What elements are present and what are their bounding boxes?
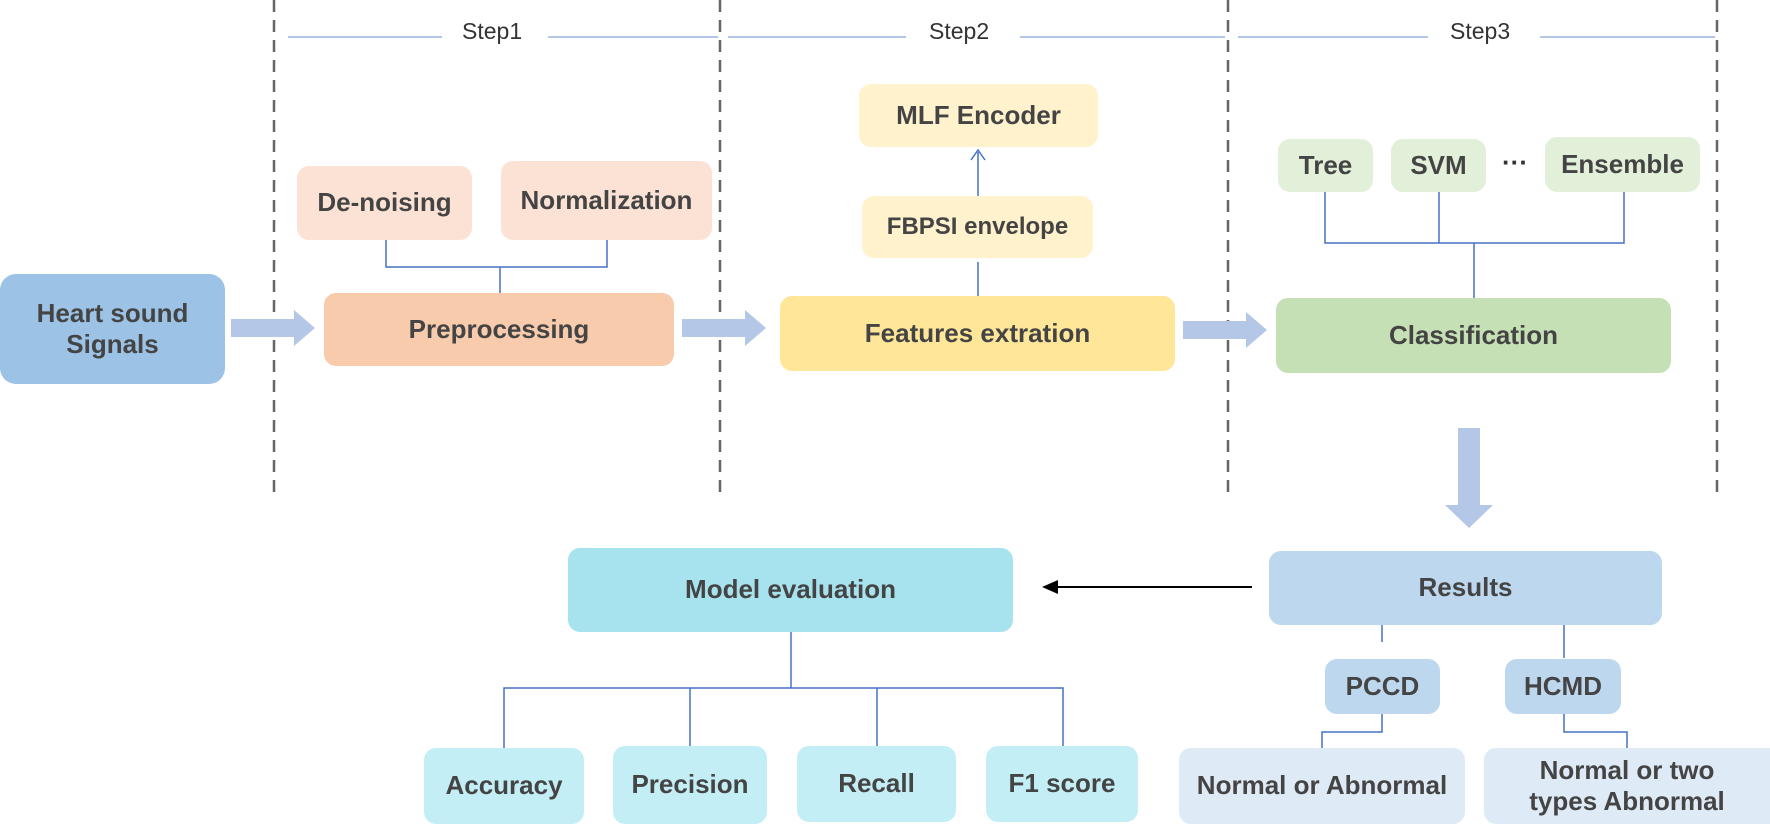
f1-score-node: F1 score (986, 746, 1138, 822)
precision-node: Precision (613, 746, 767, 824)
classification-node: Classification (1276, 298, 1671, 373)
pccd-node: PCCD (1325, 659, 1440, 714)
step2-label: Step2 (911, 18, 1008, 45)
recall-node: Recall (797, 746, 956, 822)
model-evaluation-node: Model evaluation (568, 548, 1013, 632)
mlf-encoder-node: MLF Encoder (859, 84, 1098, 147)
heart-sound-signals-node: Heart sound Signals (0, 274, 225, 384)
ellipsis-text: ··· (1502, 147, 1528, 178)
results-node: Results (1269, 551, 1662, 625)
denoising-node: De-noising (297, 166, 472, 240)
preprocessing-node: Preprocessing (324, 293, 674, 366)
results-arrow-head (1042, 580, 1058, 594)
flow-arrow-2 (682, 310, 766, 346)
tree-node: Tree (1278, 139, 1373, 192)
normal-or-abnormal-node: Normal or Abnormal (1179, 748, 1465, 824)
normal-or-two-types-node: Normal or two types Abnormal (1484, 748, 1770, 824)
flow-arrow-down (1445, 428, 1493, 528)
flow-arrow-3 (1183, 312, 1267, 348)
flow-arrow-1 (231, 310, 315, 346)
fbpsi-envelope-node: FBPSI envelope (862, 196, 1093, 258)
features-extraction-node: Features extration (780, 296, 1175, 371)
step3-label: Step3 (1432, 18, 1529, 45)
normalization-node: Normalization (501, 161, 712, 240)
ensemble-node: Ensemble (1545, 137, 1700, 192)
hcmd-node: HCMD (1505, 659, 1621, 714)
step1-label: Step1 (444, 18, 541, 45)
accuracy-node: Accuracy (424, 748, 584, 824)
svm-node: SVM (1391, 139, 1486, 192)
